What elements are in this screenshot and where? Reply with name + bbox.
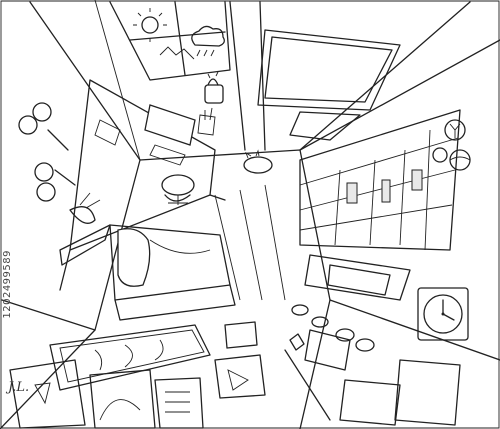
shoes [292,305,374,351]
rug [50,325,210,390]
cloud-icon [192,26,225,56]
sun-icon [133,8,167,42]
wall-clock [418,288,468,340]
potted-plant [205,72,223,103]
picture-frames [10,322,265,428]
computer [145,105,195,165]
pillow [118,229,150,287]
tv-screen [258,30,400,140]
desk [60,80,225,290]
watermark-id: 1202499589 [2,250,13,319]
artist-signature: J.L. [8,380,30,395]
chair [162,175,194,205]
potted-plant [70,193,100,223]
sport-balls [433,120,470,170]
window [110,2,230,80]
bookshelf [300,110,460,250]
floor [215,185,285,300]
bed [110,225,235,320]
baseball-bat [285,350,330,420]
lamps [19,103,75,201]
cat [244,151,272,173]
